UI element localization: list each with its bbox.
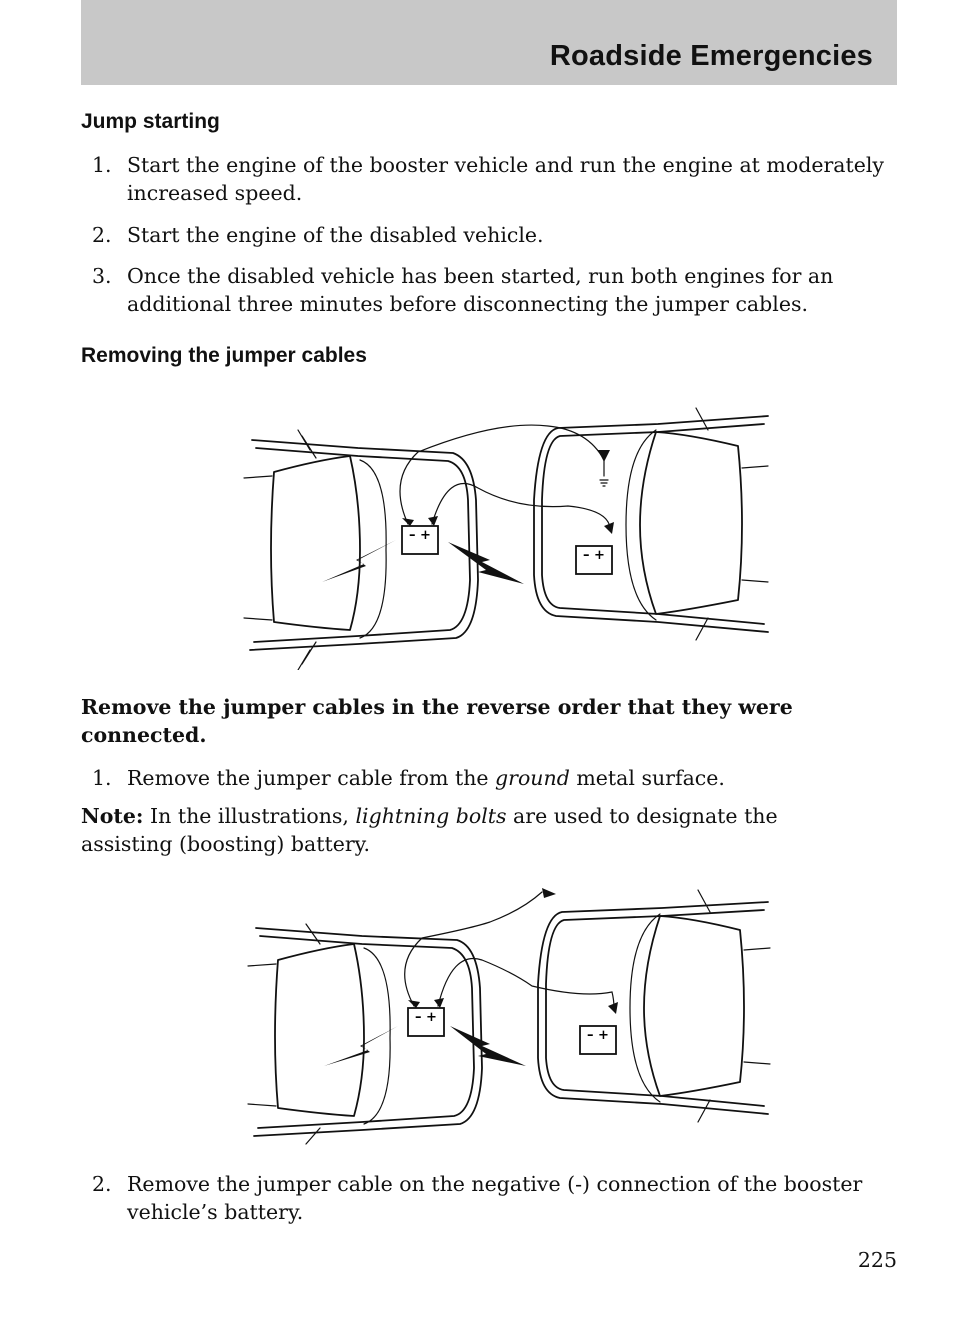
list-text: Once the disabled vehicle has been start…: [127, 264, 834, 316]
list-text: Remove the jumper cable on the negative …: [127, 1172, 863, 1224]
lightning-bolt-icon: [450, 1026, 526, 1066]
section-heading-removing-cables: Removing the jumper cables: [81, 344, 367, 367]
page-number: 225: [857, 1248, 897, 1272]
section-heading-jump-starting: Jump starting: [81, 110, 220, 133]
lightning-bolt-icon: [322, 540, 396, 582]
battery-icon: – +: [579, 1025, 617, 1055]
note-label: Note:: [81, 804, 144, 828]
page-header: Roadside Emergencies: [81, 0, 897, 85]
page-title: Roadside Emergencies: [549, 40, 873, 72]
battery-icon: – +: [401, 525, 439, 555]
jumper-cables: [399, 424, 614, 534]
list-number: 2.: [92, 1172, 112, 1196]
battery-terminals-label: – +: [583, 548, 605, 563]
disabled-vehicle-drawing: [247, 923, 483, 1145]
list-number: 3.: [92, 264, 112, 288]
disabled-vehicle-drawing: [243, 429, 479, 670]
battery-terminals-label: – +: [587, 1028, 609, 1043]
lightning-bolt-icon: [324, 1026, 398, 1066]
note-paragraph: Note: In the illustrations, lightning bo…: [81, 804, 778, 856]
battery-icon: – +: [407, 1007, 445, 1037]
list-number: 2.: [92, 223, 112, 247]
list-number: 1.: [92, 153, 112, 177]
booster-vehicle-drawing: [533, 407, 769, 641]
battery-terminals-label: – +: [409, 528, 431, 543]
instruction-bold: Remove the jumper cables in the reverse …: [81, 695, 793, 747]
jumper-cables: [404, 888, 618, 1014]
lightning-bolt-icon: [448, 542, 524, 584]
list-text: Remove the jumper cable from the ground …: [127, 766, 725, 790]
list-text: Start the engine of the booster vehicle …: [127, 153, 884, 205]
battery-icon: – +: [575, 545, 613, 575]
battery-terminals-label: – +: [415, 1010, 437, 1025]
jumper-cable-illustration-2: – + – +: [242, 880, 782, 1150]
jumper-cable-illustration-1: – + – +: [238, 400, 778, 670]
booster-vehicle-drawing: [537, 889, 771, 1123]
list-text: Start the engine of the disabled vehicle…: [127, 223, 544, 247]
list-number: 1.: [92, 766, 112, 790]
